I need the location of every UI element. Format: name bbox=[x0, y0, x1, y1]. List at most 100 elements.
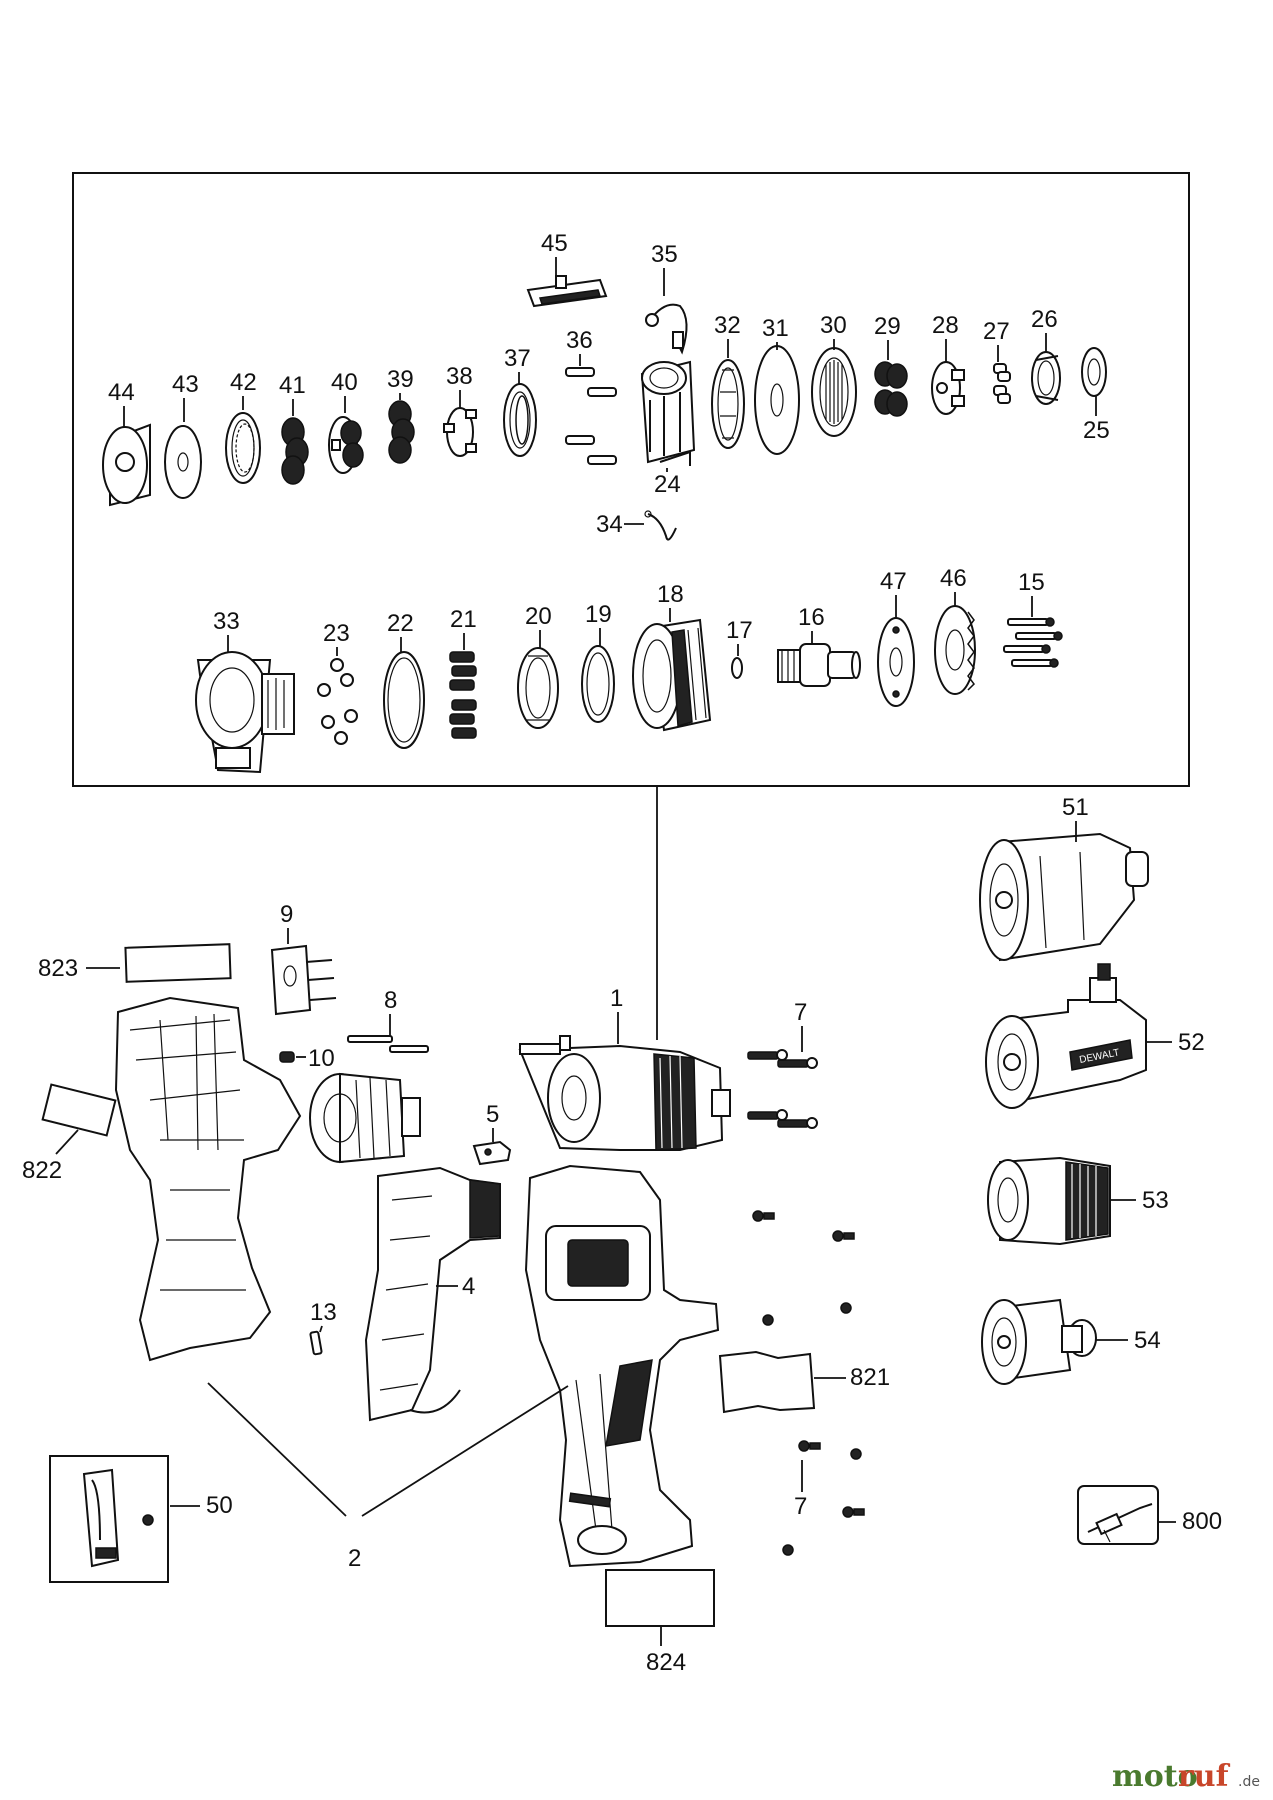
label-9: 9 bbox=[280, 901, 293, 928]
label-53: 53 bbox=[1142, 1187, 1169, 1214]
part-7-screws-upper[interactable] bbox=[747, 1049, 818, 1129]
part-44-cover[interactable] bbox=[102, 423, 151, 507]
label-32: 32 bbox=[714, 312, 741, 339]
label-21: 21 bbox=[450, 606, 477, 633]
part-36-pins[interactable] bbox=[565, 367, 617, 465]
part-26-nut[interactable] bbox=[1031, 351, 1061, 405]
label-52: 52 bbox=[1178, 1029, 1205, 1056]
part-45-speed-switch[interactable] bbox=[526, 275, 608, 308]
label-25: 25 bbox=[1083, 417, 1110, 444]
label-5: 5 bbox=[486, 1101, 499, 1128]
part-20-ring[interactable] bbox=[517, 647, 559, 729]
part-50-belt-clip[interactable] bbox=[49, 1455, 169, 1583]
label-44: 44 bbox=[108, 379, 135, 406]
label-23: 23 bbox=[323, 620, 350, 647]
part-16-spindle[interactable] bbox=[777, 643, 861, 687]
label-822: 822 bbox=[22, 1157, 62, 1184]
part-30-clutch-spring[interactable] bbox=[811, 347, 857, 437]
label-7-upper: 7 bbox=[794, 999, 807, 1026]
label-29: 29 bbox=[874, 313, 901, 340]
part-21-springs[interactable] bbox=[449, 651, 477, 739]
label-34: 34 bbox=[596, 511, 623, 538]
label-46: 46 bbox=[940, 565, 967, 592]
part-33-clutch-housing[interactable] bbox=[195, 651, 295, 774]
part-27-pins[interactable] bbox=[993, 363, 1011, 404]
part-28-carrier[interactable] bbox=[931, 361, 965, 415]
part-37-ring-gear[interactable] bbox=[503, 383, 537, 457]
part-5-switch-slider[interactable] bbox=[472, 1140, 512, 1166]
part-8-switch-link[interactable] bbox=[347, 1035, 429, 1053]
part-52-right-angle-attachment[interactable]: DEWALT bbox=[985, 963, 1147, 1109]
label-30: 30 bbox=[820, 312, 847, 339]
part-19-ring[interactable] bbox=[581, 645, 615, 723]
part-15-screws[interactable] bbox=[1003, 617, 1063, 668]
part-54-offset-attachment[interactable] bbox=[981, 1298, 1097, 1385]
part-25-washer[interactable] bbox=[1081, 347, 1107, 397]
label-42: 42 bbox=[230, 369, 257, 396]
part-35-shift-fork[interactable] bbox=[645, 303, 688, 355]
part-screws-middle[interactable] bbox=[752, 1210, 855, 1326]
part-10-led[interactable] bbox=[279, 1051, 295, 1063]
label-24: 24 bbox=[654, 471, 681, 498]
part-40-carrier[interactable] bbox=[328, 416, 364, 474]
label-28: 28 bbox=[932, 312, 959, 339]
part-824-label[interactable] bbox=[605, 1569, 715, 1627]
label-35: 35 bbox=[651, 241, 678, 268]
label-8: 8 bbox=[384, 987, 397, 1014]
label-17: 17 bbox=[726, 617, 753, 644]
label-18: 18 bbox=[657, 581, 684, 608]
part-821-label[interactable] bbox=[718, 1350, 816, 1414]
part-9-terminal-plate[interactable] bbox=[270, 944, 337, 1016]
part-32-clutch-ring[interactable] bbox=[711, 359, 745, 449]
label-38: 38 bbox=[446, 363, 473, 390]
part-left-housing[interactable] bbox=[114, 996, 302, 1362]
label-4: 4 bbox=[462, 1273, 475, 1300]
part-22-retaining-ring[interactable] bbox=[383, 651, 425, 749]
label-45: 45 bbox=[541, 230, 568, 257]
label-33: 33 bbox=[213, 608, 240, 635]
label-51: 51 bbox=[1062, 794, 1089, 821]
label-821: 821 bbox=[850, 1364, 890, 1391]
part-47-plate[interactable] bbox=[877, 617, 915, 707]
part-29-planet-gears[interactable] bbox=[874, 361, 908, 417]
label-37: 37 bbox=[504, 345, 531, 372]
part-4-switch-module[interactable] bbox=[364, 1166, 501, 1422]
label-824: 824 bbox=[646, 1649, 686, 1676]
part-motor[interactable] bbox=[309, 1072, 421, 1164]
part-51-right-angle-attachment[interactable] bbox=[979, 832, 1149, 962]
part-1-gearbox-assembly[interactable] bbox=[518, 1035, 731, 1151]
part-17-washer[interactable] bbox=[731, 657, 743, 679]
part-53-chuck[interactable] bbox=[987, 1156, 1111, 1246]
label-20: 20 bbox=[525, 603, 552, 630]
label-26: 26 bbox=[1031, 306, 1058, 333]
label-7-lower: 7 bbox=[794, 1493, 807, 1520]
part-24-gear-housing[interactable] bbox=[640, 360, 696, 466]
part-23-balls[interactable] bbox=[317, 658, 358, 745]
part-31-washer[interactable] bbox=[754, 345, 800, 455]
svg-text:moto: moto bbox=[1112, 1759, 1198, 1794]
part-42-ring-gear[interactable] bbox=[225, 412, 261, 484]
part-18-collar[interactable] bbox=[632, 618, 712, 732]
part-43-washer[interactable] bbox=[164, 425, 202, 499]
part-822-label[interactable] bbox=[41, 1083, 117, 1137]
part-38-carrier[interactable] bbox=[443, 407, 477, 457]
label-27: 27 bbox=[983, 318, 1010, 345]
label-2: 2 bbox=[348, 1545, 361, 1572]
label-10: 10 bbox=[308, 1045, 335, 1072]
label-31: 31 bbox=[762, 315, 789, 342]
label-50: 50 bbox=[206, 1492, 233, 1519]
part-2-right-housing[interactable] bbox=[524, 1164, 720, 1568]
part-34-spring-clip[interactable] bbox=[644, 510, 677, 541]
svg-text:ruf: ruf bbox=[1178, 1759, 1231, 1794]
label-15: 15 bbox=[1018, 569, 1045, 596]
part-46-clutch-plate[interactable] bbox=[934, 605, 976, 695]
part-800-tool[interactable] bbox=[1077, 1485, 1159, 1545]
part-7-screws-lower[interactable] bbox=[782, 1440, 865, 1556]
part-39-planet-gears[interactable] bbox=[388, 400, 415, 464]
part-13-pin[interactable] bbox=[309, 1330, 323, 1356]
part-823-label[interactable] bbox=[124, 943, 232, 983]
label-47: 47 bbox=[880, 568, 907, 595]
part-41-planet-gears[interactable] bbox=[281, 417, 309, 485]
label-823: 823 bbox=[38, 955, 78, 982]
